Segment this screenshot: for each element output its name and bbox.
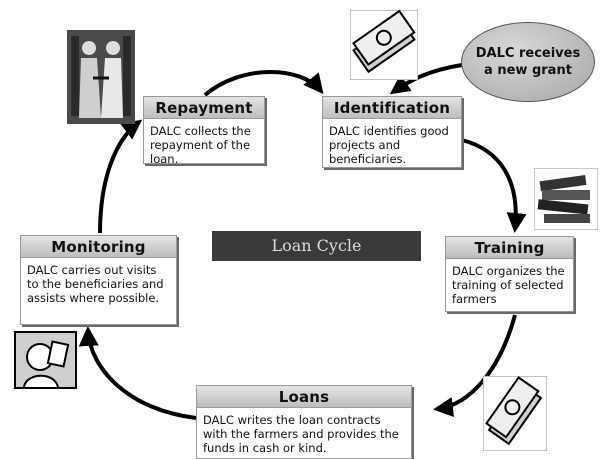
step-identification-title: Identification [323, 97, 461, 119]
step-monitoring-title: Monitoring [21, 236, 176, 258]
step-identification: Identification DALC identifies good proj… [322, 96, 462, 168]
diagram-title: Loan Cycle [212, 231, 421, 261]
grant-bubble-text: DALC receives a new grant [475, 46, 581, 78]
step-training: Training DALC organizes the training of … [445, 236, 574, 312]
step-monitoring-text: DALC carries out visits to the beneficia… [27, 263, 164, 305]
step-training-text: DALC organizes the training of selected … [452, 264, 565, 306]
grant-bubble: DALC receives a new grant [461, 22, 595, 102]
step-identification-text: DALC identifies good projects and benefi… [329, 124, 449, 166]
arrow-monitoring-repayment [98, 119, 143, 234]
step-repayment-text: DALC collects the repayment of the loan. [150, 124, 251, 166]
arrow-repayment-identification [203, 70, 324, 97]
step-loans-text: DALC writes the loan contracts with the … [203, 413, 399, 455]
step-loans: Loans DALC writes the loan contracts wit… [196, 385, 412, 459]
step-loans-title: Loans [197, 386, 411, 408]
money-clipart-2 [483, 376, 547, 451]
books-clipart [534, 168, 598, 230]
arrow-grant-identification [389, 63, 463, 95]
money-clipart [350, 10, 418, 80]
step-training-title: Training [446, 237, 573, 259]
inspector-clipart [14, 331, 77, 389]
step-repayment: Repayment DALC collects the repayment of… [143, 96, 265, 166]
arrow-loans-monitoring [78, 326, 197, 420]
step-monitoring: Monitoring DALC carries out visits to th… [20, 235, 177, 325]
step-repayment-title: Repayment [144, 97, 264, 119]
handshake-clipart [67, 30, 135, 124]
arrow-identification-training [461, 138, 527, 233]
